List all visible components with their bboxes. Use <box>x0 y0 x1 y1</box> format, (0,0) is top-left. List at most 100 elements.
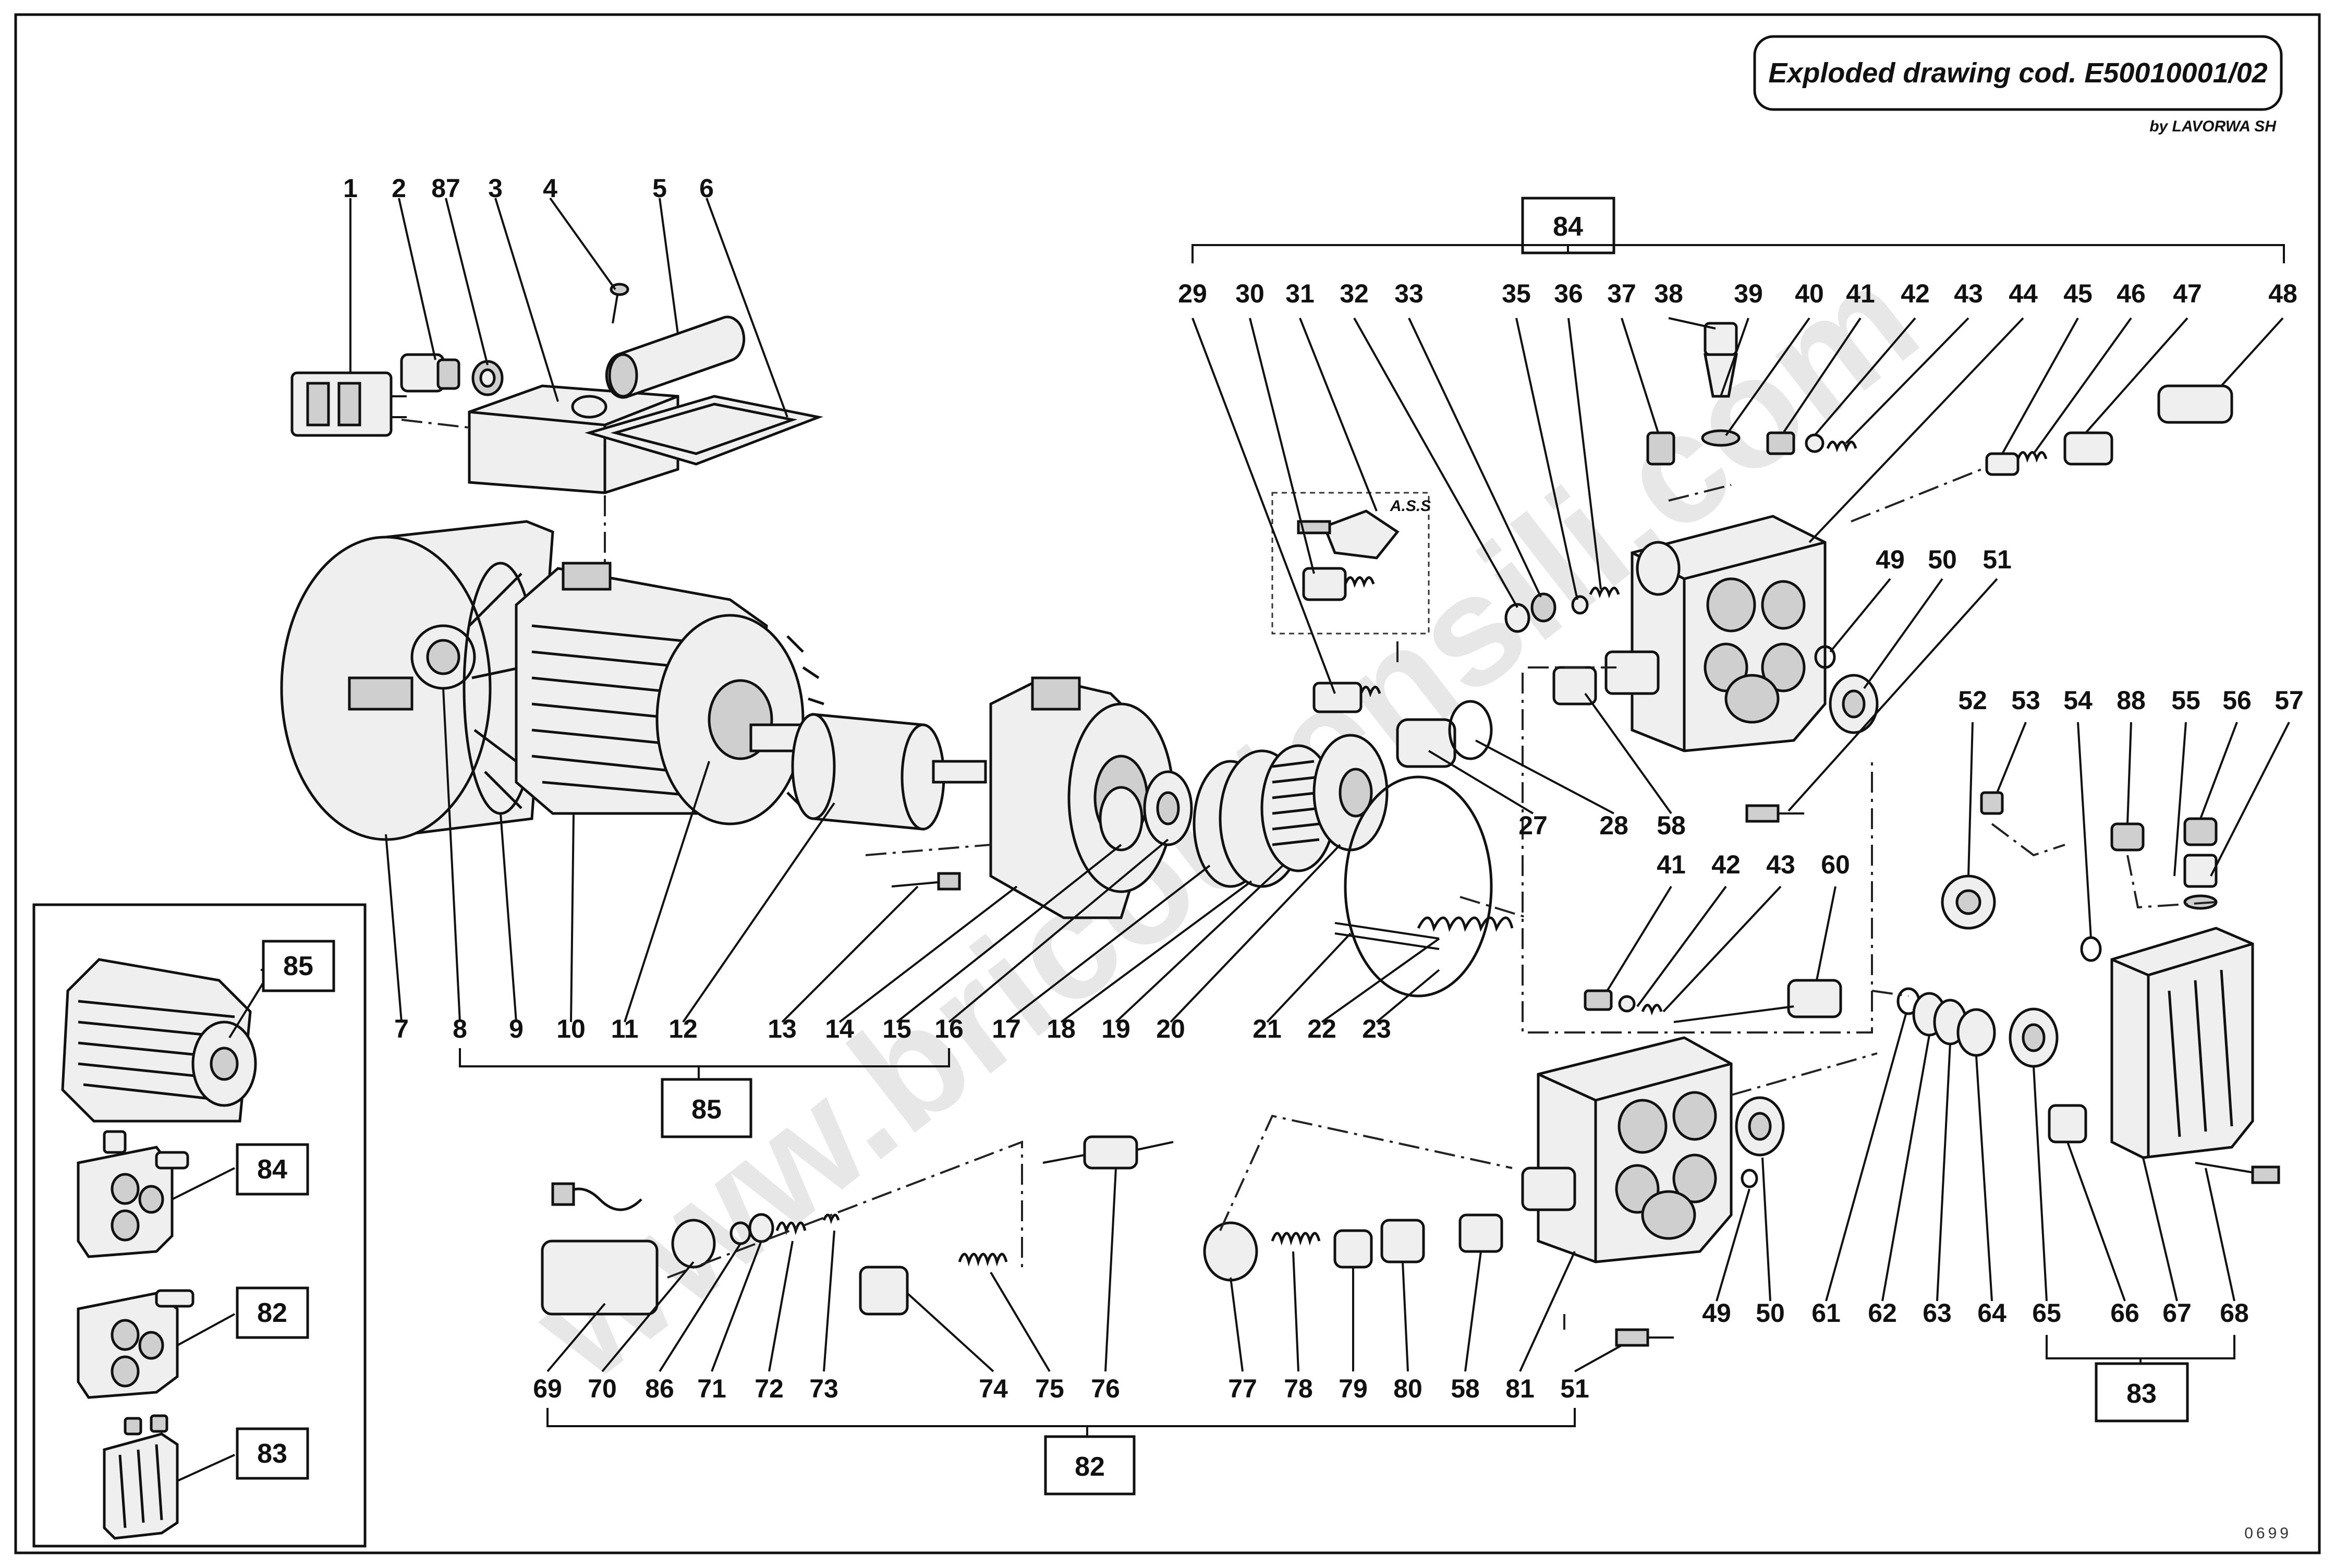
group-label-83: 83 <box>2126 1379 2157 1409</box>
part-label-20: 20 <box>1156 1014 1185 1043</box>
legend-thumbnails <box>61 958 257 1540</box>
part-label-37: 37 <box>1607 279 1636 308</box>
legend-box-84 <box>236 1143 309 1196</box>
labels-row3: 69 70 86 71 72 73 74 75 76 77 78 79 80 5… <box>533 1168 1622 1403</box>
sheet-code: 0699 <box>2244 1525 2292 1542</box>
part-label-2: 2 <box>392 174 406 203</box>
part-label-50-bottom: 50 <box>1756 1298 1785 1328</box>
labels-mid: 49 50 51 27 28 58 41 42 43 60 <box>1428 545 2012 1013</box>
part-label-49-bottom: 49 <box>1702 1298 1731 1328</box>
part-label-54: 54 <box>2063 686 2093 715</box>
part-label-42-mid: 42 <box>1711 850 1741 879</box>
group-box-82 <box>1044 1435 1136 1496</box>
part-label-44: 44 <box>2009 279 2038 308</box>
part-label-74: 74 <box>979 1374 1008 1403</box>
labels-row1: 7 8 9 10 11 12 13 14 15 16 17 18 19 20 2… <box>385 688 1440 1043</box>
part-label-51-top: 51 <box>1983 545 2012 574</box>
part-label-23: 23 <box>1362 1014 1391 1043</box>
part-label-43: 43 <box>1954 279 1983 308</box>
part-label-43-mid: 43 <box>1766 850 1795 879</box>
part-label-18: 18 <box>1047 1014 1076 1043</box>
part-label-62: 62 <box>1868 1298 1897 1328</box>
motor-assembly <box>280 520 987 841</box>
part-label-65: 65 <box>2032 1298 2061 1328</box>
part-label-57: 57 <box>2275 686 2304 715</box>
part-label-38: 38 <box>1654 279 1683 308</box>
part-label-56: 56 <box>2222 686 2252 715</box>
part-label-35: 35 <box>1502 279 1531 308</box>
drawing-credit: by LAVORWA SH <box>2149 118 2277 135</box>
legend-label-85: 85 <box>283 951 313 981</box>
group-box-85 <box>661 1078 752 1138</box>
part-label-64: 64 <box>1977 1298 2006 1328</box>
part-label-22: 22 <box>1307 1014 1336 1043</box>
part-label-32: 32 <box>1340 279 1369 308</box>
group-box-84 <box>1521 197 1615 254</box>
part-label-63: 63 <box>1923 1298 1952 1328</box>
part-label-12: 12 <box>668 1014 698 1043</box>
part-label-75: 75 <box>1035 1374 1064 1403</box>
part-label-45: 45 <box>2063 279 2093 308</box>
part-label-58-bottom: 58 <box>1451 1374 1480 1403</box>
labels-right: 52 53 54 88 55 56 57 49 50 61 62 63 64 6… <box>1702 686 2304 1328</box>
labels-top: 1 2 87 3 4 5 6 <box>343 174 714 203</box>
part-label-48: 48 <box>2268 279 2297 308</box>
part-label-33: 33 <box>1394 279 1424 308</box>
electrical-box-parts <box>290 283 823 563</box>
part-label-70: 70 <box>588 1374 617 1403</box>
part-label-76: 76 <box>1091 1374 1120 1403</box>
part-label-71: 71 <box>697 1374 726 1403</box>
part-label-1: 1 <box>343 174 358 203</box>
part-label-79: 79 <box>1339 1374 1368 1403</box>
legend-box-83 <box>236 1427 309 1480</box>
ass-label: A.S.S <box>1390 497 1431 515</box>
pump-head-upper: A.S.S <box>1271 322 2233 1034</box>
part-label-81: 81 <box>1505 1374 1535 1403</box>
part-label-42: 42 <box>1901 279 1930 308</box>
part-label-16: 16 <box>934 1014 964 1043</box>
part-label-41-mid: 41 <box>1657 850 1686 879</box>
part-label-15: 15 <box>882 1014 911 1043</box>
part-label-73: 73 <box>809 1374 838 1403</box>
group-label-84: 84 <box>1553 212 1583 242</box>
part-label-61: 61 <box>1811 1298 1841 1328</box>
part-label-88: 88 <box>2117 686 2146 715</box>
part-label-53: 53 <box>2011 686 2040 715</box>
title-box <box>1753 35 2283 111</box>
part-label-29: 29 <box>1178 279 1207 308</box>
legend-label-83: 83 <box>257 1439 287 1469</box>
pump-head-right <box>1871 791 2280 1184</box>
part-label-49-top: 49 <box>1876 545 1905 574</box>
part-label-19: 19 <box>1101 1014 1130 1043</box>
part-label-52: 52 <box>1958 686 1987 715</box>
part-label-13: 13 <box>768 1014 797 1043</box>
part-label-51-bottom: 51 <box>1560 1374 1589 1403</box>
part-label-60: 60 <box>1821 850 1850 879</box>
part-label-27: 27 <box>1518 811 1548 840</box>
part-label-41: 41 <box>1846 279 1875 308</box>
group-label-82: 82 <box>1075 1452 1105 1482</box>
part-label-47: 47 <box>2173 279 2202 308</box>
part-label-78: 78 <box>1284 1374 1313 1403</box>
part-label-50-top: 50 <box>1928 545 1957 574</box>
legend-box-82 <box>236 1286 309 1339</box>
part-label-39: 39 <box>1734 279 1763 308</box>
part-label-17: 17 <box>992 1014 1021 1043</box>
part-label-72: 72 <box>755 1374 784 1403</box>
part-label-8: 8 <box>453 1014 467 1043</box>
part-label-80: 80 <box>1393 1374 1422 1403</box>
part-label-46: 46 <box>2117 279 2146 308</box>
part-label-36: 36 <box>1554 279 1583 308</box>
pump-head-lower <box>541 979 1878 1347</box>
part-label-28: 28 <box>1599 811 1628 840</box>
part-label-30: 30 <box>1235 279 1264 308</box>
legend-label-84: 84 <box>257 1154 287 1185</box>
part-label-5: 5 <box>652 174 667 203</box>
part-label-58-top: 58 <box>1657 811 1686 840</box>
part-label-31: 31 <box>1285 279 1315 308</box>
part-label-87: 87 <box>431 174 460 203</box>
part-label-86: 86 <box>645 1374 674 1403</box>
drawing-title: Exploded drawing cod. E50010001/02 <box>1768 57 2267 89</box>
part-label-68: 68 <box>2220 1298 2249 1328</box>
